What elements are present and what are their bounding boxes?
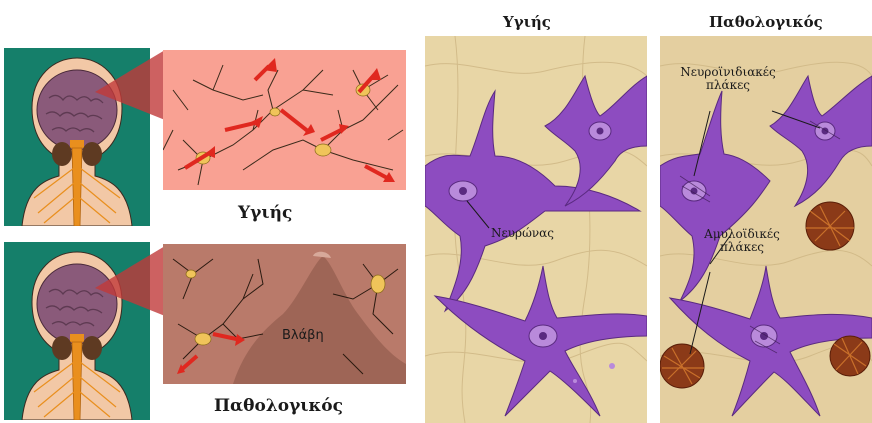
pathological-network-illustration — [163, 244, 406, 384]
amyloid-label: Αμυλοϊδικές πλάκες — [692, 228, 792, 254]
pathological-title-right: Παθολογικός — [709, 13, 823, 31]
healthy-title-right: Υγιής — [503, 13, 551, 31]
zoom-wedge-pathological — [95, 244, 165, 324]
healthy-network-illustration — [163, 50, 406, 190]
tangles-label-line2: πλάκες — [672, 79, 784, 92]
damage-label: Βλάβη — [282, 329, 324, 342]
tangles-label: Νευροϊνιδιακές πλάκες — [672, 66, 784, 92]
healthy-neurons-panel — [163, 50, 406, 190]
pathological-neurons-panel — [163, 244, 406, 384]
zoom-wedge-healthy — [95, 48, 165, 128]
pathological-caption-left: Παθολογικός — [214, 396, 343, 416]
amyloid-label-line2: πλάκες — [692, 241, 792, 254]
healthy-caption-left: Υγιής — [238, 203, 292, 223]
neuron-label: Νευρώνας — [491, 227, 554, 240]
